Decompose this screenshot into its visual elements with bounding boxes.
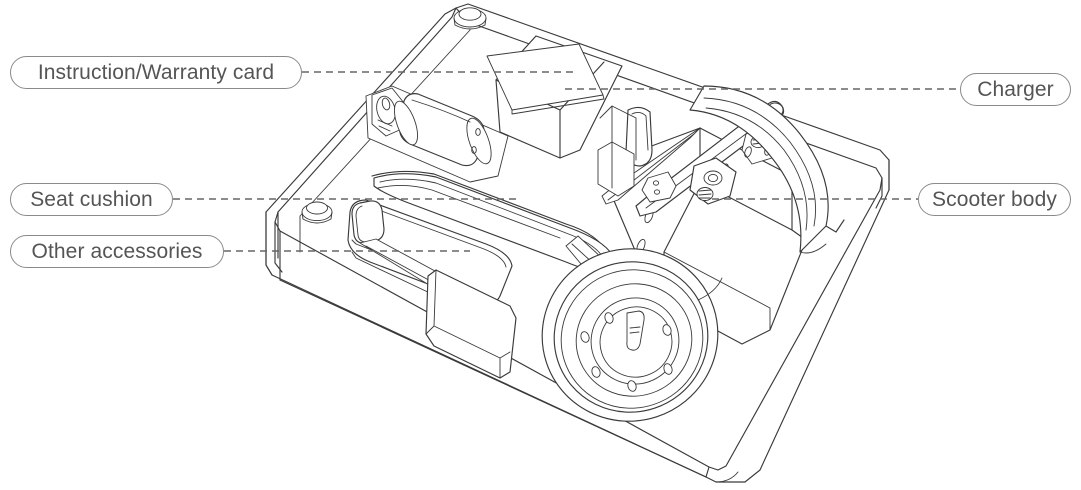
callout-label-other-accessories: Other accessories bbox=[31, 240, 203, 263]
callout-instruction-warranty-card[interactable]: Instruction/Warranty card bbox=[10, 56, 302, 89]
callout-other-accessories[interactable]: Other accessories bbox=[10, 235, 224, 268]
callout-label-scooter-body: Scooter body bbox=[932, 188, 1057, 211]
callout-charger[interactable]: Charger bbox=[960, 73, 1071, 106]
callout-label-instruction-warranty-card: Instruction/Warranty card bbox=[37, 61, 275, 84]
callout-label-charger: Charger bbox=[977, 78, 1054, 101]
callout-label-seat-cushion: Seat cushion bbox=[30, 188, 153, 211]
callout-scooter-body[interactable]: Scooter body bbox=[918, 183, 1071, 216]
scooter-wheel bbox=[541, 248, 723, 422]
callout-seat-cushion[interactable]: Seat cushion bbox=[10, 183, 173, 216]
deck-foam-support bbox=[425, 269, 517, 379]
charger-cylinder bbox=[365, 85, 509, 183]
tray-front-face bbox=[279, 279, 739, 483]
leader-lines bbox=[173, 71, 960, 252]
instruction-card-panel bbox=[486, 35, 623, 159]
seat-cushion bbox=[347, 170, 617, 306]
